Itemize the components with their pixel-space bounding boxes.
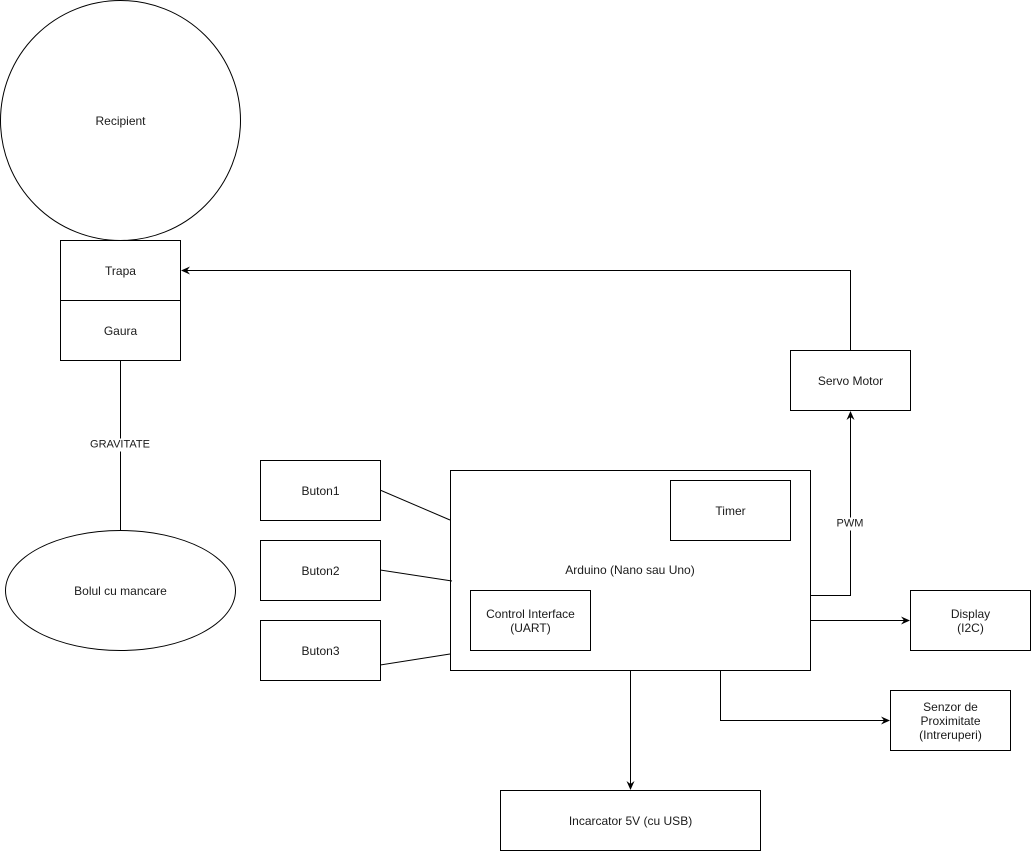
recipient-node[interactable]: Recipient — [0, 0, 241, 241]
timer-label: Timer — [715, 503, 746, 518]
buton2-node[interactable]: Buton2 — [260, 540, 381, 601]
arduino-label: Arduino (Nano sau Uno) — [565, 563, 695, 577]
display-label: Display (I2C) — [950, 606, 991, 635]
edge-buton2 — [379, 569, 453, 582]
control-interface-node[interactable]: Control Interface (UART) — [470, 590, 591, 651]
buton3-label: Buton3 — [301, 643, 340, 658]
bolul-label: Bolul cu mancare — [74, 583, 167, 598]
trapa-label: Trapa — [105, 263, 136, 278]
senzor-proximitate-node[interactable]: Senzor de Proximitate (Intreruperi) — [890, 690, 1011, 751]
buton3-node[interactable]: Buton3 — [260, 620, 381, 681]
edge-label-pwm: PWM — [835, 517, 865, 531]
buton2-label: Buton2 — [301, 563, 340, 578]
incarcator-label: Incarcator 5V (cu USB) — [568, 813, 693, 828]
timer-node[interactable]: Timer — [670, 480, 791, 541]
servo-motor-label: Servo Motor — [817, 373, 884, 388]
senzor-proximitate-label: Senzor de Proximitate (Intreruperi) — [919, 699, 982, 742]
arduino-node[interactable] — [450, 470, 811, 671]
control-interface-label: Control Interface (UART) — [486, 606, 575, 635]
edge-label-gravity: GRAVITATE — [89, 438, 151, 452]
gaura-label: Gaura — [103, 323, 138, 338]
buton1-node[interactable]: Buton1 — [260, 460, 381, 521]
servo-motor-node[interactable]: Servo Motor — [790, 350, 911, 411]
edge-pwm — [810, 411, 855, 596]
edge-buton1 — [379, 489, 451, 521]
gaura-node[interactable]: Gaura — [60, 300, 181, 361]
buton1-label: Buton1 — [301, 483, 340, 498]
edge-servo-trapa — [181, 266, 851, 350]
display-node[interactable]: Display (I2C) — [910, 590, 1031, 651]
incarcator-node[interactable]: Incarcator 5V (cu USB) — [500, 790, 761, 851]
trapa-node[interactable]: Trapa — [60, 240, 181, 301]
recipient-label: Recipient — [95, 113, 146, 128]
bolul-node[interactable]: Bolul cu mancare — [5, 530, 236, 651]
edge-senzor — [720, 670, 890, 725]
edge-buton3 — [379, 653, 451, 666]
